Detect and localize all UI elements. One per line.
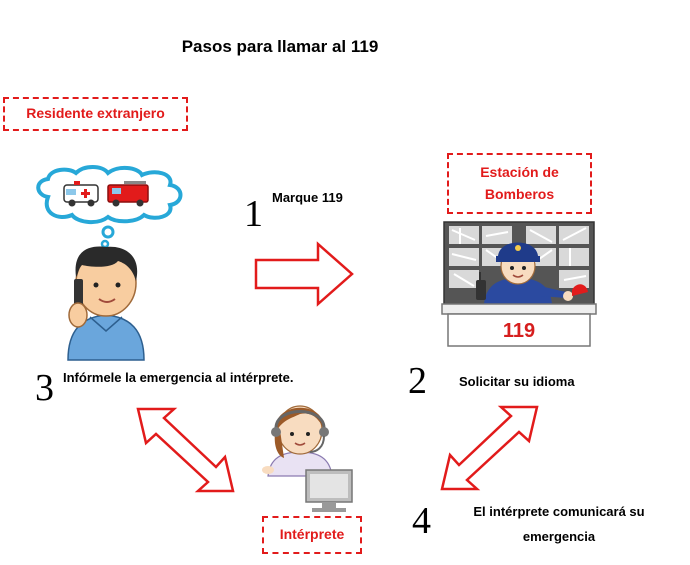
- interpreter-person-icon: [262, 405, 333, 477]
- right-arrow-icon: [254, 241, 354, 307]
- step-3-text: Infórmele la emergencia al intérprete.: [63, 370, 294, 385]
- step-1-text: Marque 119: [272, 190, 343, 205]
- interpreter-label: Intérprete: [262, 516, 362, 554]
- fire-truck-icon: [107, 181, 149, 207]
- computer-monitor-icon: [305, 469, 353, 512]
- person-on-phone-icon: [67, 246, 145, 361]
- counter-number-label: 119: [503, 320, 535, 342]
- step-2-number: 2: [408, 360, 427, 402]
- resident-label: Residente extranjero: [3, 97, 188, 131]
- interpreter-illustration: [262, 405, 353, 512]
- thought-cloud-icon: [36, 165, 183, 249]
- fire-station-illustration: 119: [441, 221, 597, 347]
- step-1-number: 1: [244, 193, 263, 235]
- step-4-number: 4: [412, 500, 431, 542]
- step-2-text: Solicitar su idioma: [459, 374, 575, 389]
- operator-icon: [476, 242, 588, 304]
- resident-illustration: [36, 165, 183, 361]
- step-3-number: 3: [35, 367, 54, 409]
- dispatch-desk-icon: [441, 303, 597, 347]
- fire-station-label: Estación de Bomberos: [447, 153, 592, 214]
- double-arrow-right-icon: [440, 405, 539, 491]
- step-4-text: El intérprete comunicará su emergencia: [473, 504, 645, 544]
- double-arrow-left-icon: [136, 407, 235, 493]
- ambulance-icon: [63, 181, 99, 207]
- diagram-title: Pasos para llamar al 119: [181, 37, 379, 56]
